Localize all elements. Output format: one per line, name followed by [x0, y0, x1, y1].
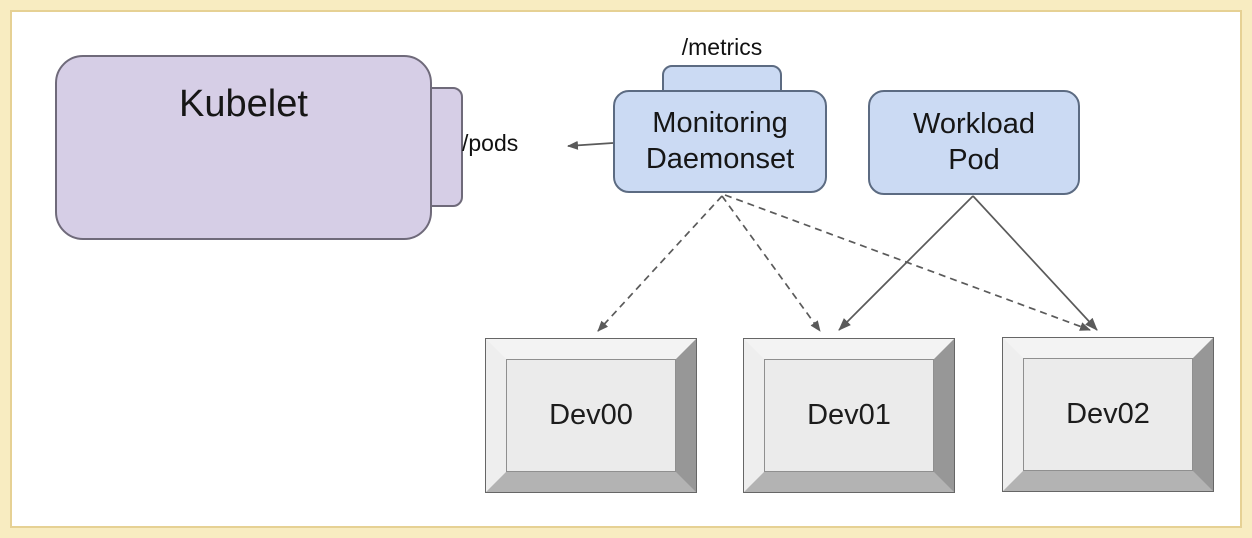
device-node-dev00: Dev00 [485, 338, 697, 493]
workload-pod-node: Workload Pod [868, 90, 1080, 195]
device-bevel: Dev01 [744, 339, 954, 492]
device-label: Dev00 [506, 359, 676, 472]
kubelet-label: Kubelet [179, 83, 308, 125]
edge-monitoring-to-dev02 [724, 194, 1091, 331]
metrics-endpoint-label: /metrics [681, 34, 763, 60]
monitoring-daemonset-node: Monitoring Daemonset [613, 90, 827, 193]
workload-pod-label-line1: Workload [913, 108, 1035, 141]
pods-endpoint-label: /pods [462, 130, 519, 156]
monitoring-daemonset-label-line2: Daemonset [645, 142, 795, 175]
monitoring-daemonset-label-line1: Monitoring [652, 107, 788, 140]
workload-pod-label-line2: Pod [948, 143, 1000, 176]
edge-monitoring-to-dev00 [597, 195, 723, 332]
kubelet-node: Kubelet [55, 55, 432, 240]
device-node-dev01: Dev01 [743, 338, 955, 493]
device-label: Dev01 [764, 359, 934, 472]
edge-monitoring-to-kubelet-pods [567, 140, 614, 150]
edge-workload-to-dev02 [972, 195, 1098, 331]
edge-monitoring-to-dev01 [721, 195, 821, 332]
device-bevel: Dev02 [1003, 338, 1213, 491]
device-bevel: Dev00 [486, 339, 696, 492]
edge-workload-to-dev01 [838, 195, 974, 331]
device-node-dev02: Dev02 [1002, 337, 1214, 492]
device-label: Dev02 [1023, 358, 1193, 471]
